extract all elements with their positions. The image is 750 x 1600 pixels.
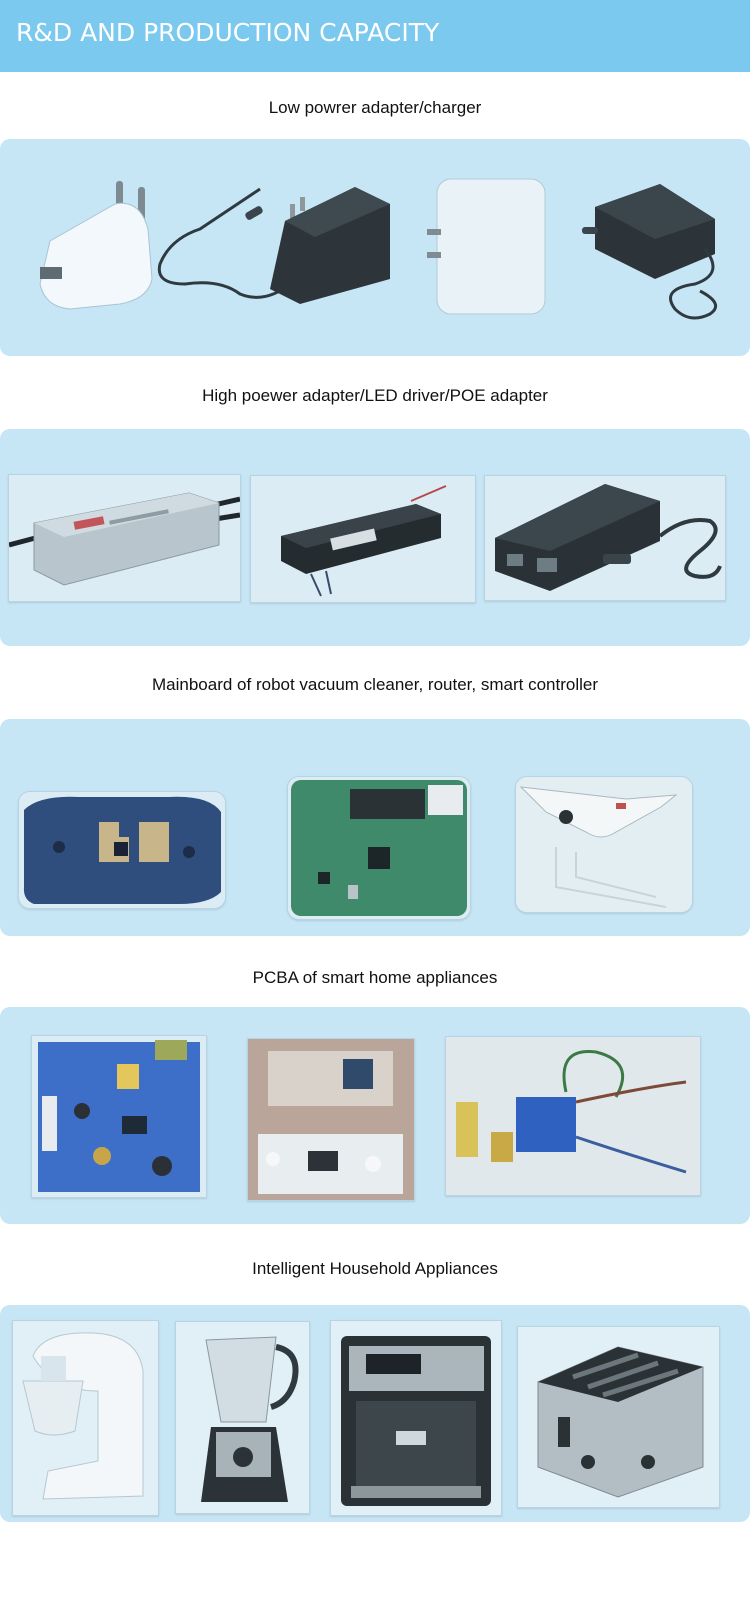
product-panel-household-appliances bbox=[0, 1305, 750, 1522]
control-panel-pcba-image bbox=[247, 1038, 415, 1201]
product-panel-low-power-adapter bbox=[0, 139, 750, 356]
section-title-mainboard: Mainboard of robot vacuum cleaner, route… bbox=[152, 675, 598, 694]
aluminum-led-driver-image bbox=[8, 474, 241, 602]
product-panel-mainboard bbox=[0, 719, 750, 936]
stand-mixer-image bbox=[12, 1320, 159, 1516]
white-plug-adapter-image bbox=[425, 174, 555, 319]
usb-wall-charger-image bbox=[20, 169, 160, 319]
section-title-high-power-adapter: High poewer adapter/LED driver/POE adapt… bbox=[202, 386, 548, 405]
desktop-adapter-image bbox=[580, 179, 725, 329]
header-banner: R&D AND PRODUCTION CAPACITY bbox=[0, 0, 750, 72]
smart-controller-board-image bbox=[515, 776, 693, 913]
page-title: R&D AND PRODUCTION CAPACITY bbox=[16, 18, 440, 47]
router-mainboard-image bbox=[287, 776, 471, 920]
wired-pcba-image bbox=[445, 1036, 701, 1196]
section-title-household-appliances: Intelligent Household Appliances bbox=[252, 1259, 498, 1278]
section-title-low-power-adapter: Low powrer adapter/charger bbox=[268, 98, 482, 117]
black-led-driver-image bbox=[250, 475, 476, 603]
section-title-pcba: PCBA of smart home appliances bbox=[252, 968, 498, 987]
product-panel-high-power-adapter bbox=[0, 429, 750, 646]
blender-image bbox=[175, 1321, 310, 1514]
coffee-machine-image bbox=[330, 1320, 502, 1516]
wall-adapter-with-cable-image bbox=[150, 159, 395, 334]
poe-adapter-image bbox=[484, 475, 726, 601]
robot-vacuum-mainboard-image bbox=[18, 791, 226, 909]
toaster-image bbox=[517, 1326, 720, 1508]
blue-pcba-image bbox=[31, 1035, 207, 1198]
product-panel-pcba bbox=[0, 1007, 750, 1224]
